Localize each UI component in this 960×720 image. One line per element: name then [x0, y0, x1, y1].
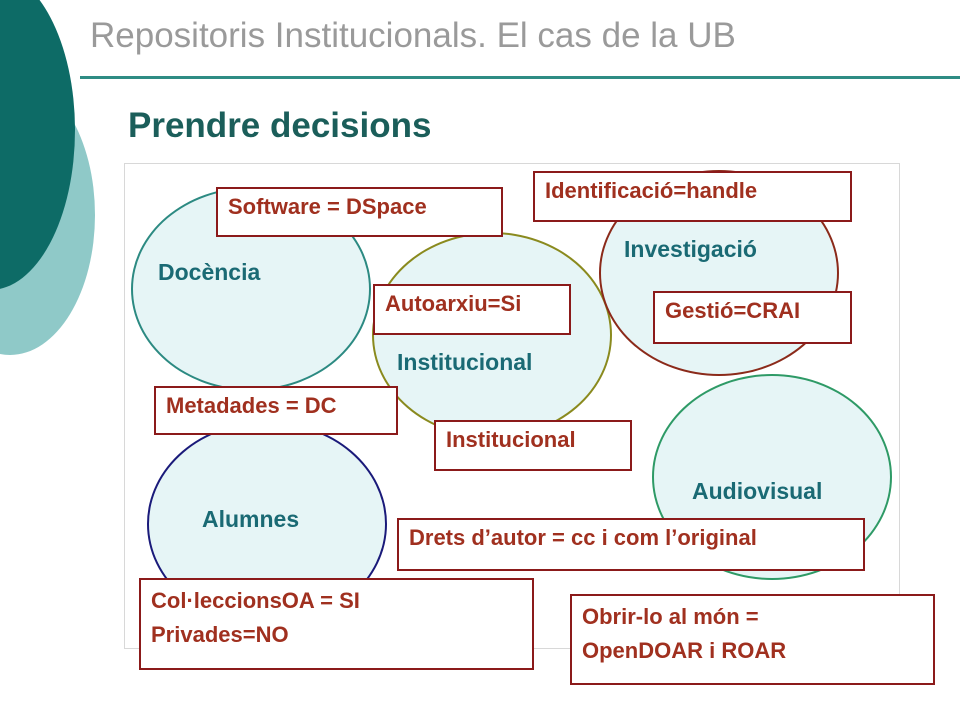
label-docencia: Docència	[158, 259, 261, 285]
tag-colleccions-line2: Privades=NO	[151, 622, 289, 648]
label-investigacio: Investigació	[624, 236, 757, 262]
tag-obrir-line2: OpenDOAR i ROAR	[582, 638, 787, 664]
tag-obrir: Obrir-lo al món = OpenDOAR i ROAR	[570, 594, 935, 685]
title-divider	[80, 76, 960, 79]
tag-institucional: Institucional	[434, 420, 632, 471]
tag-autoarxiu: Autoarxiu=Si	[373, 284, 571, 335]
tag-obrir-line1: Obrir-lo al món =	[582, 604, 759, 629]
decorative-dark-ellipse	[0, 0, 75, 289]
tag-colleccions-line1: Col·leccionsOA = SI	[151, 588, 360, 613]
label-alumnes: Alumnes	[202, 506, 300, 532]
label-institucional: Institucional	[397, 349, 533, 375]
slide-subtitle: Prendre decisions	[128, 106, 432, 145]
tag-identificacio: Identificació=handle	[533, 171, 852, 222]
tag-metadades: Metadades = DC	[154, 386, 398, 435]
tag-drets: Drets d’autor = cc i com l’original	[397, 518, 865, 571]
decorative-side-shape	[0, 0, 95, 355]
circle-institucional	[372, 232, 612, 438]
tag-colleccions: Col·leccionsOA = SI Privades=NO	[139, 578, 534, 670]
tag-software: Software = DSpace	[216, 187, 503, 237]
label-audiovisual: Audiovisual	[692, 478, 823, 504]
tag-gestio: Gestió=CRAI	[653, 291, 852, 344]
page-title: Repositoris Institucionals. El cas de la…	[90, 16, 736, 55]
